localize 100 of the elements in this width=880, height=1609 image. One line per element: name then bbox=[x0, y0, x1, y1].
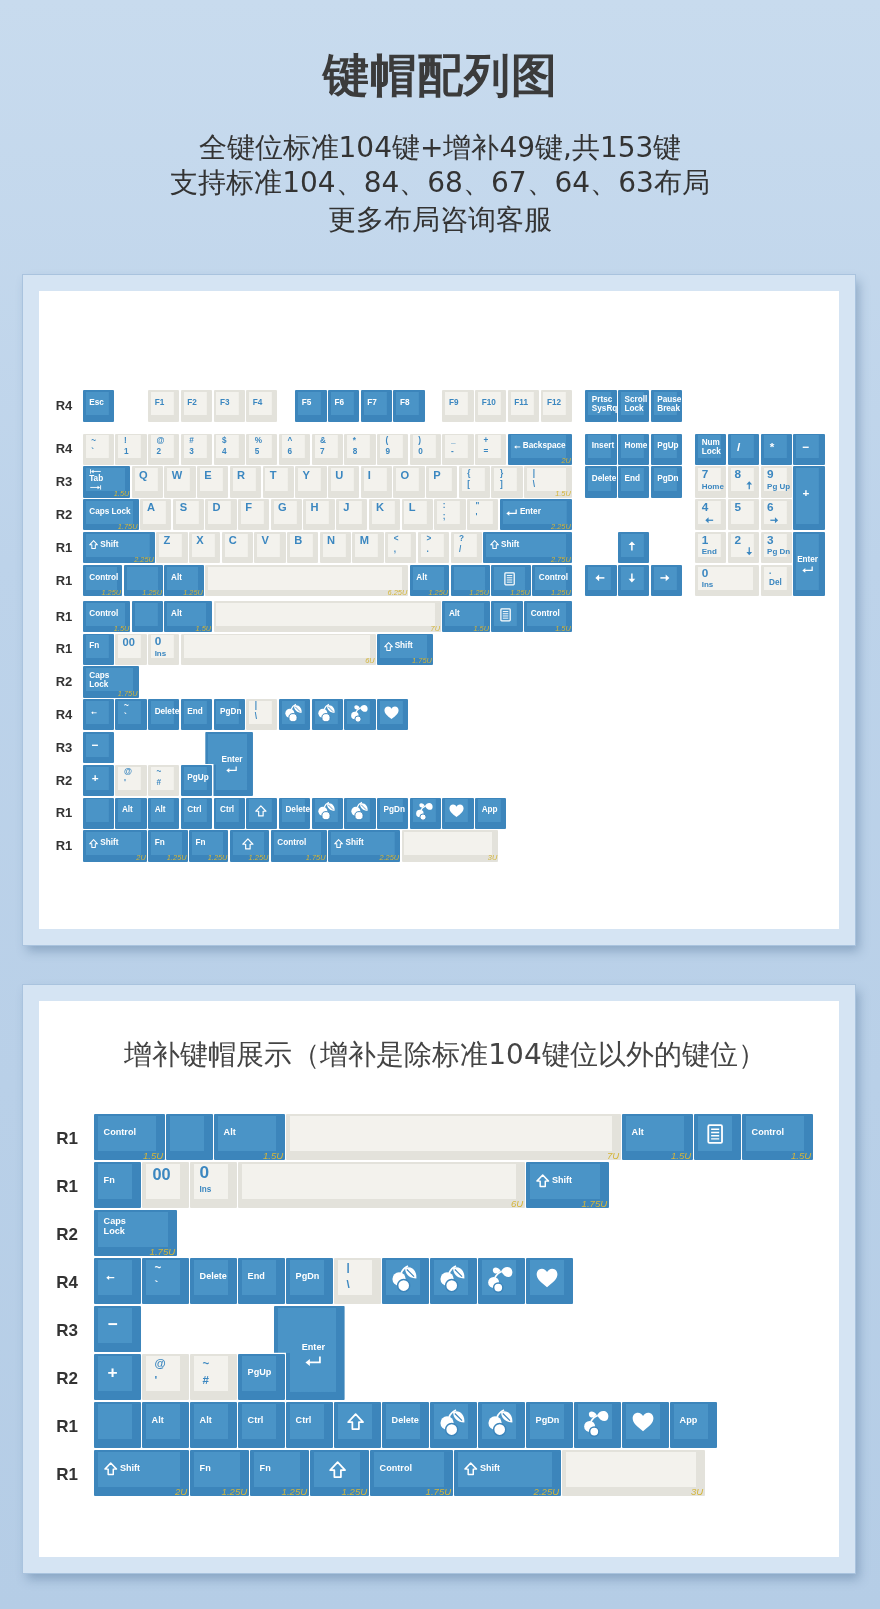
key-legend: Delete bbox=[285, 806, 310, 815]
keycap bbox=[246, 433, 278, 465]
key-legend: | bbox=[346, 1262, 350, 1274]
keycap bbox=[670, 1401, 717, 1449]
keycap bbox=[377, 633, 433, 665]
key-legend: Control bbox=[530, 609, 560, 618]
keycap bbox=[370, 1449, 453, 1497]
keycap bbox=[148, 797, 180, 829]
subtitle: 支持标准104、84、68、67、64、63布局 bbox=[170, 166, 710, 200]
keycap bbox=[532, 564, 572, 596]
keycap bbox=[180, 699, 213, 731]
key-legend: E bbox=[204, 469, 212, 481]
keycap bbox=[180, 797, 213, 829]
key-legend: 7 bbox=[320, 447, 325, 457]
keycap bbox=[409, 433, 441, 465]
keycap bbox=[585, 466, 617, 498]
key-legend: Ins bbox=[701, 581, 714, 590]
keycap bbox=[526, 1161, 609, 1209]
size-label: 2.25U bbox=[533, 1486, 560, 1497]
key-legend: Shift bbox=[119, 1464, 141, 1474]
key-legend: K bbox=[376, 502, 385, 514]
key-legend: 3 bbox=[189, 447, 194, 457]
row-label: R3 bbox=[55, 474, 73, 490]
key-legend: V bbox=[261, 535, 269, 547]
keycap bbox=[401, 499, 433, 531]
key-legend: : bbox=[442, 502, 446, 511]
key-legend: Delete bbox=[591, 475, 617, 484]
key-legend: H bbox=[310, 502, 319, 514]
key-legend: # bbox=[156, 779, 162, 788]
keycap bbox=[82, 731, 114, 764]
key-legend: P bbox=[433, 469, 441, 481]
key-legend: Ins bbox=[154, 649, 167, 658]
keycap bbox=[148, 633, 180, 665]
key-legend: Q bbox=[138, 469, 148, 481]
keycap bbox=[526, 1257, 573, 1305]
keycap bbox=[478, 1401, 525, 1449]
key-legend: 8 bbox=[734, 468, 741, 480]
keycap bbox=[142, 1161, 189, 1209]
key-legend: 1 bbox=[123, 447, 129, 457]
key-legend: Ctrl bbox=[247, 1416, 264, 1426]
keycap bbox=[622, 1113, 693, 1161]
key-legend: F2 bbox=[187, 399, 197, 408]
key-legend: 00 bbox=[152, 1166, 171, 1183]
key-legend: = bbox=[483, 447, 489, 457]
keycap bbox=[466, 499, 499, 531]
keycap bbox=[166, 1113, 213, 1161]
key-legend: Backspace bbox=[522, 442, 566, 451]
keycap bbox=[526, 1401, 573, 1449]
keycap bbox=[618, 433, 650, 465]
keycap bbox=[442, 390, 474, 422]
key-legend: @ bbox=[154, 1358, 166, 1370]
keycap bbox=[475, 390, 507, 422]
keycap bbox=[695, 433, 727, 465]
keycap bbox=[82, 764, 114, 796]
keycap bbox=[286, 1113, 621, 1161]
key-legend: Fn bbox=[199, 1464, 211, 1474]
size-label: 6U bbox=[510, 1198, 524, 1209]
keycap bbox=[303, 499, 335, 531]
key-legend: ` bbox=[154, 1278, 159, 1291]
keycap bbox=[238, 1401, 285, 1449]
keycap bbox=[695, 531, 727, 564]
key-legend: Alt bbox=[631, 1128, 644, 1138]
key-legend: Caps Lock bbox=[89, 508, 131, 517]
keycap bbox=[727, 499, 760, 531]
keycap bbox=[295, 390, 327, 422]
keycap bbox=[327, 830, 401, 862]
keycap bbox=[142, 1353, 189, 1401]
keycap bbox=[115, 764, 147, 796]
key-legend: F7 bbox=[367, 399, 377, 408]
keycap bbox=[123, 564, 164, 596]
keycap bbox=[377, 797, 409, 829]
key-legend: R bbox=[237, 469, 246, 481]
keycap bbox=[650, 390, 682, 422]
keycap bbox=[352, 531, 384, 564]
keycap bbox=[442, 600, 491, 632]
keycap bbox=[618, 564, 650, 596]
keycap bbox=[401, 830, 499, 862]
key-legend: Alt bbox=[170, 573, 182, 582]
key-legend: } bbox=[499, 469, 504, 478]
keycap bbox=[246, 797, 278, 829]
key-legend: N bbox=[326, 535, 335, 547]
key-legend: PgDn bbox=[657, 475, 679, 484]
keycap bbox=[278, 797, 311, 829]
keycap bbox=[214, 1113, 285, 1161]
keycap bbox=[442, 433, 474, 465]
key-legend: Delete bbox=[154, 708, 180, 717]
key-legend: S bbox=[179, 502, 188, 514]
key-legend: Caps Lock bbox=[103, 1216, 142, 1237]
keycap bbox=[760, 433, 792, 465]
keycap bbox=[382, 1257, 429, 1305]
keycap bbox=[94, 1305, 141, 1353]
row-label: R2 bbox=[55, 674, 73, 690]
keycap bbox=[793, 433, 825, 465]
keycap bbox=[172, 499, 204, 531]
key-legend: ` bbox=[123, 713, 127, 722]
key-legend: Fn bbox=[195, 839, 206, 848]
keycap bbox=[618, 531, 650, 564]
key-legend: Scroll Lock bbox=[624, 394, 650, 414]
keycap bbox=[727, 531, 760, 564]
keycap bbox=[94, 1113, 165, 1161]
